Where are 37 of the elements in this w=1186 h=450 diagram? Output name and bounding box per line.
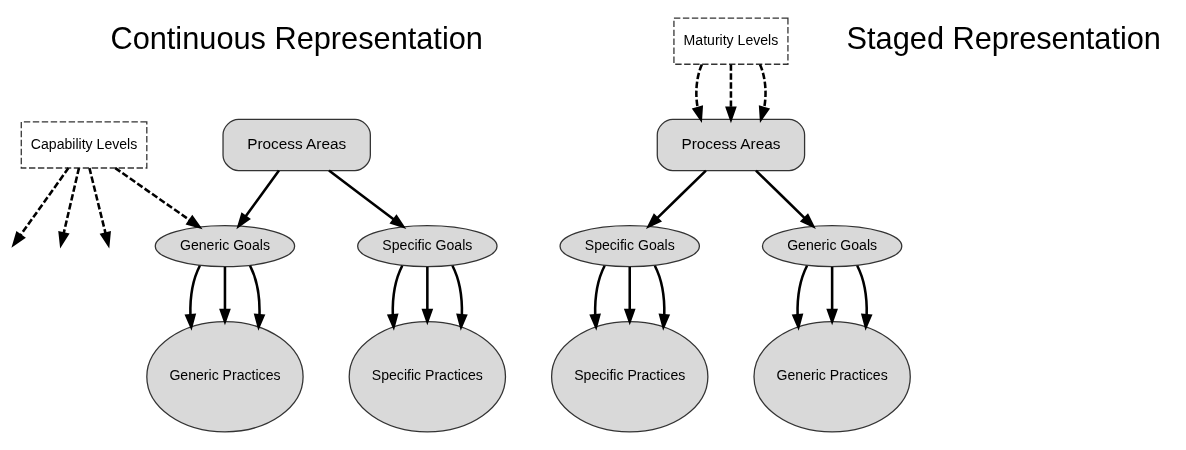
arrow — [421, 266, 434, 326]
arrow — [755, 169, 816, 229]
arrow — [11, 167, 70, 248]
arrow — [623, 266, 636, 326]
node-ellipse: Specific Goals — [357, 225, 498, 268]
arrow — [589, 265, 606, 331]
node-ellipse: Generic Practices — [146, 321, 304, 433]
label: Staged Representation — [846, 21, 1161, 57]
arrow — [826, 266, 838, 326]
arrow — [856, 265, 873, 331]
node-box: Maturity Levels — [673, 17, 789, 65]
arrow — [758, 63, 771, 123]
arrow — [451, 265, 468, 331]
arrow — [328, 169, 407, 229]
arrow — [725, 64, 737, 124]
arrow — [791, 265, 809, 331]
node-ellipse: Generic Goals — [154, 225, 296, 268]
arrow — [691, 63, 704, 123]
node-ellipse: Specific Practices — [348, 321, 507, 433]
arrow — [386, 265, 404, 331]
arrow — [219, 266, 231, 326]
arrow — [88, 167, 111, 249]
arrow — [645, 169, 707, 229]
node-box: Process Areas — [222, 118, 371, 172]
node-ellipse: Specific Practices — [550, 321, 709, 433]
node-ellipse: Generic Goals — [761, 225, 903, 268]
arrow — [184, 265, 201, 331]
node-box: Capability Levels — [20, 121, 148, 169]
node-ellipse: Generic Practices — [753, 321, 911, 433]
arrow — [58, 167, 81, 249]
arrow — [114, 167, 203, 230]
arrow — [653, 265, 671, 331]
arrow — [236, 169, 280, 230]
arrow — [248, 265, 266, 331]
node-box: Process Areas — [656, 118, 806, 172]
label: Continuous Representation — [110, 21, 483, 57]
node-ellipse: Specific Goals — [559, 225, 701, 268]
